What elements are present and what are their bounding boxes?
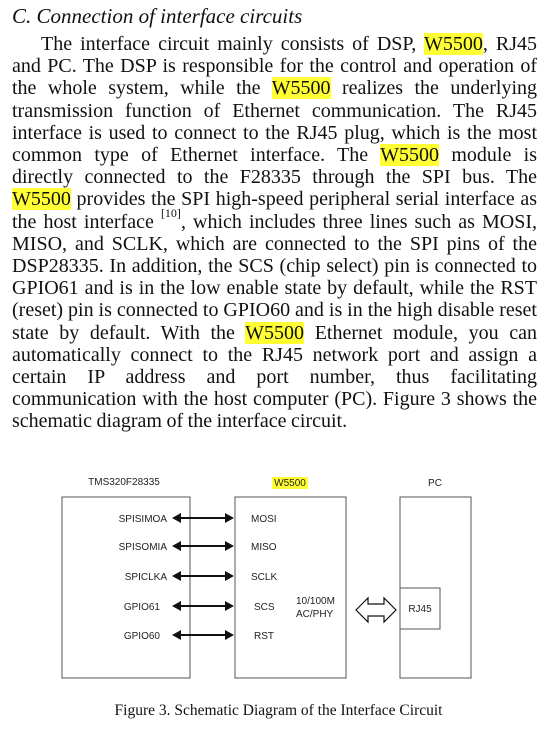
highlighted-term: W5500 [271, 77, 331, 100]
w5500-block [234, 496, 347, 679]
rj45-label: RJ45 [408, 604, 432, 615]
ethernet-double-arrow [355, 596, 397, 624]
arrow-mosi [172, 513, 234, 523]
w5500-title: W5500 [274, 478, 306, 489]
w5500-pin-sclk: SCLK [251, 572, 277, 583]
w5500-pin-miso: MISO [251, 542, 277, 553]
highlighted-term: W5500 [380, 144, 439, 167]
w5500-pin-rst: RST [254, 631, 274, 642]
paragraph-text: module is directly connected to the F283… [12, 144, 537, 189]
interface-circuit-diagram: TMS320F28335 W5500 PC SPISIMOA SPISOMIA … [61, 477, 472, 679]
w5500-title-highlight [272, 477, 308, 489]
paragraph-text: , RJ45 and PC. The DSP is responsible fo… [12, 33, 538, 100]
dsp-title: TMS320F28335 [88, 477, 160, 488]
pc-title: PC [428, 478, 442, 489]
dsp-pin-spisimoa: SPISIMOA [119, 514, 168, 525]
phy-label-line2: AC/PHY [296, 609, 334, 620]
paragraph-text: Ethernet module, you can automatically c… [12, 321, 538, 433]
dsp-pin-spisomia: SPISOMIA [119, 542, 168, 553]
arrow-miso [172, 541, 234, 551]
w5500-pin-scs: SCS [254, 602, 275, 613]
dsp-pin-gpio60: GPIO60 [124, 631, 161, 642]
highlighted-term: W5500 [12, 188, 71, 211]
section-heading: C. Connection of interface circuits [12, 4, 303, 28]
paragraph-text: provides the SPI high-speed peripheral s… [12, 188, 538, 233]
figure-caption: Figure 3. Schematic Diagram of the Inter… [114, 702, 443, 719]
dsp-pin-gpio61: GPIO61 [124, 602, 161, 613]
highlighted-term: W5500 [423, 33, 483, 55]
paragraph-text: realizes the underlying transmission fun… [12, 77, 538, 167]
dsp-block [61, 496, 191, 679]
arrow-rst [172, 630, 234, 640]
arrow-sclk [172, 571, 234, 581]
body-paragraph: The interface circuit mainly consists of… [12, 33, 537, 433]
arrow-scs [172, 601, 234, 611]
citation-marker: [10] [160, 205, 181, 220]
paragraph-text: The interface circuit mainly consists of… [41, 33, 417, 55]
dsp-pin-spiclka: SPICLKA [125, 572, 168, 583]
highlighted-term: W5500 [245, 321, 305, 344]
spi-connections [172, 513, 234, 640]
paragraph-text: , which includes three lines such as MOS… [12, 210, 538, 344]
phy-label-line1: 10/100M [296, 596, 335, 607]
w5500-pin-mosi: MOSI [251, 514, 277, 525]
rj45-box [399, 587, 441, 630]
